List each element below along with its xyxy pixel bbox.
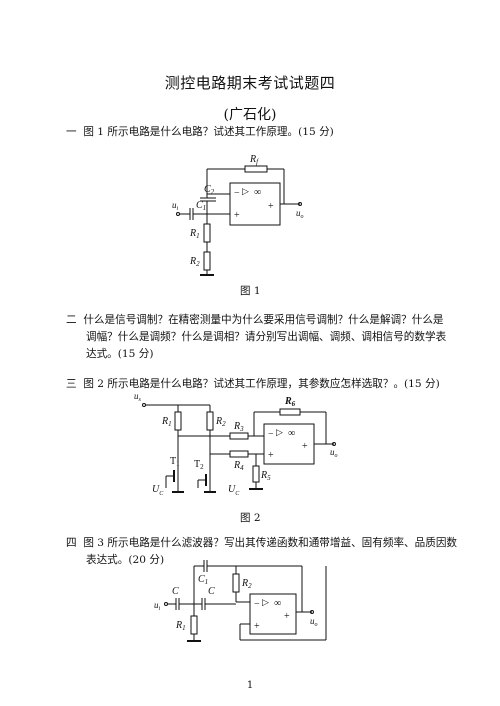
figure-1-caption: 图 1 (240, 285, 261, 297)
fig3-r1-resistor (190, 615, 198, 635)
fig2-uc1-label: UC (152, 484, 164, 497)
fig2-t1-label: T1 (170, 456, 180, 468)
question-4: 四 图 3 所示电路是什么滤波器？写出其传递函数和通带增益、固有频率、品质因数 … (66, 535, 457, 569)
question-1-text: 图 1 所示电路是什么电路？试述其工作原理。(15 分) (83, 126, 334, 138)
fig1-ui-label: ui (172, 200, 179, 212)
fig2-r4-label: R4 (233, 460, 244, 472)
page-subtitle: (广石化) (223, 107, 277, 123)
fig2-r4-resistor (229, 450, 249, 458)
svg-text:+: + (302, 441, 308, 452)
question-3-text: 图 2 所示电路是什么电路？试述其工作原理，其参数应怎样选取？。(15 分) (83, 378, 440, 390)
fig1-c1-label: C1 (196, 200, 206, 212)
fig2-us-label: us (134, 392, 142, 403)
fig2-uc2-label: UC (228, 484, 240, 497)
svg-text:▷: ▷ (276, 427, 283, 437)
fig2-r2-resistor (206, 411, 214, 431)
fig3-r2-resistor (232, 573, 240, 593)
page-number: 1 (246, 680, 254, 691)
svg-text:−: − (254, 599, 260, 610)
fig3-ui-label: ui (154, 600, 161, 612)
fig1-c2-label: C2 (204, 184, 215, 196)
page-title: 测控电路期末考试试题四 (164, 74, 336, 92)
fig2-r1-resistor (174, 411, 182, 431)
fig1-r1-label: R1 (189, 228, 200, 240)
fig1-r1-resistor (203, 223, 211, 243)
svg-text:+: + (268, 450, 274, 461)
svg-text:−: − (234, 188, 240, 199)
question-2: 二 什么是信号调制？在精密测量中为什么要采用信号调制？什么是解调？什么是 调幅？… (66, 312, 446, 363)
fig2-r2-label: R2 (215, 416, 226, 428)
fig1-r2-label: R2 (189, 256, 200, 268)
question-2-number: 二 (66, 314, 77, 326)
question-2-line-3: 达式。(15 分) (86, 348, 154, 360)
question-3: 三 图 2 所示电路是什么电路？试述其工作原理，其参数应怎样选取？。(15 分) (66, 376, 440, 393)
fig2-r5-label: R5 (260, 470, 271, 482)
svg-text:−: − (268, 429, 274, 440)
svg-text:∞: ∞ (288, 428, 295, 439)
figure-3-circuit: C1 R2 ui C C R1 − ▷ ∞ + + uo (154, 560, 327, 642)
fig3-c1-label: C1 (198, 574, 208, 586)
svg-text:∞: ∞ (254, 187, 261, 198)
fig3-c-label-b: C (208, 586, 215, 597)
question-4-line-2: 表达式。(20 分) (86, 554, 165, 566)
fig3-r2-label: R2 (241, 578, 252, 590)
fig1-r2-resistor (203, 251, 211, 271)
question-3-number: 三 (66, 378, 77, 390)
fig2-r6-label: R6 (284, 396, 296, 408)
svg-text:+: + (254, 621, 260, 632)
fig3-opamp (249, 593, 297, 635)
fig1-rf-resistor (244, 165, 268, 173)
svg-text:+: + (268, 201, 274, 212)
fig2-r1-label: R1 (161, 416, 172, 428)
question-4-number: 四 (66, 537, 77, 549)
figure-2-circuit: us R1 R2 R3 R6 − ▷ ∞ + + uo R4 R5 T1 UC … (134, 392, 338, 497)
fig2-uo-label: uo (330, 447, 338, 459)
fig2-r5-resistor (252, 465, 260, 483)
question-2-line-1: 什么是信号调制？在精密测量中为什么要采用信号调制？什么是解调？什么是 (83, 314, 444, 326)
svg-text:+: + (234, 210, 240, 221)
question-2-line-2: 调幅？什么是调频？什么是调相？请分别写出调幅、调频、调相信号的数学表 (86, 331, 447, 343)
svg-text:∞: ∞ (274, 598, 281, 609)
fig1-uo-label: uo (296, 208, 304, 220)
svg-text:▷: ▷ (262, 597, 269, 607)
fig2-t2-label: T2 (194, 459, 204, 471)
fig3-c-label-a: C (172, 586, 179, 597)
svg-text:▷: ▷ (242, 186, 249, 196)
fig2-r3-label: R3 (233, 421, 244, 433)
figure-2-caption: 图 2 (240, 512, 261, 524)
fig3-uo-label: uo (310, 616, 318, 628)
question-4-line-1: 图 3 所示电路是什么滤波器？写出其传递函数和通带增益、固有频率、品质因数 (83, 537, 458, 549)
fig1-rf-label: Rf (249, 154, 259, 166)
fig2-r3-resistor (229, 432, 249, 440)
fig3-r1-label: R1 (175, 620, 186, 632)
question-1: 一 图 1 所示电路是什么电路？试述其工作原理。(15 分) (66, 124, 334, 141)
svg-text:+: + (284, 611, 290, 622)
figure-1-circuit: Rf − ▷ ∞ + + uo C2 C1 ui R1 R2 (172, 154, 304, 276)
question-1-number: 一 (66, 126, 77, 138)
fig2-r6-resistor (279, 408, 301, 416)
